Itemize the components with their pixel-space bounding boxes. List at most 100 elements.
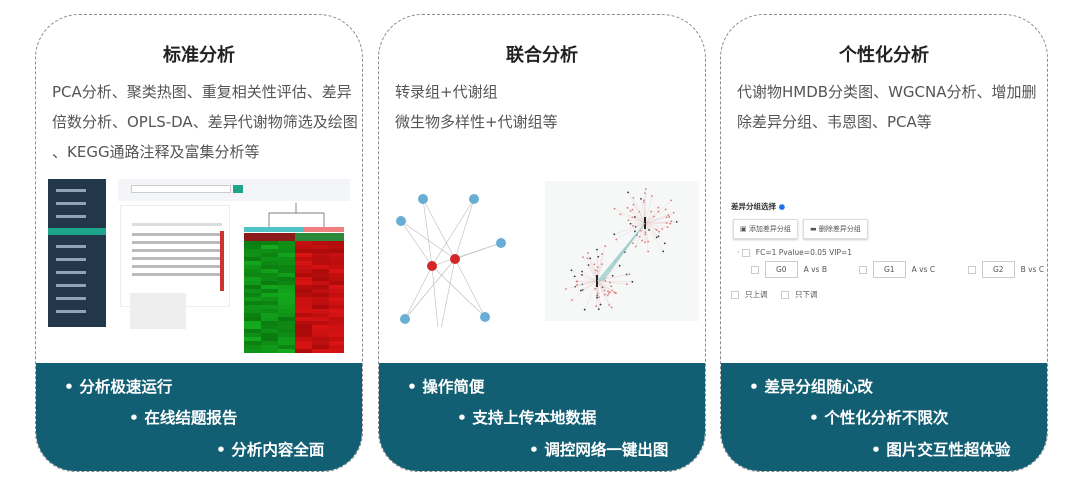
feature-item: 分析内容全面 <box>216 438 324 460</box>
heatmap-cell <box>295 237 312 241</box>
network-edge <box>441 258 456 327</box>
network-node <box>644 188 647 191</box>
heatmap-cell <box>312 241 329 245</box>
network-edge <box>632 222 646 244</box>
heatmap-cell <box>278 321 295 325</box>
heatmap-cell <box>244 265 261 269</box>
network-edge <box>644 222 664 252</box>
network-edge <box>614 208 646 224</box>
network-node <box>571 299 573 302</box>
heatmap-cell <box>312 277 329 281</box>
up-only-option[interactable]: 只上调 <box>731 289 768 300</box>
network-node <box>469 194 479 204</box>
card-title: 标准分析 <box>163 45 235 66</box>
heatmap-cell <box>278 337 295 341</box>
network-edge <box>596 280 616 294</box>
network-node <box>634 245 637 248</box>
network-node <box>594 269 597 272</box>
feature-item: 个性化分析不限次 <box>809 406 948 428</box>
down-only-checkbox[interactable] <box>781 291 789 299</box>
heatmap-cell <box>261 237 278 241</box>
network-node <box>608 304 611 306</box>
heatmap-cell <box>329 289 344 293</box>
heatmap-cell <box>329 297 344 301</box>
network-node <box>626 206 629 209</box>
heatmap-cell <box>261 341 278 345</box>
network-edge <box>644 196 653 224</box>
network-node <box>670 220 673 223</box>
group-checkbox[interactable] <box>751 266 759 274</box>
group-checkbox[interactable] <box>859 266 867 274</box>
heatmap-cell <box>244 277 261 281</box>
network-edge <box>454 258 486 318</box>
network-node <box>629 210 632 212</box>
feature-item: 支持上传本地数据 <box>457 406 596 428</box>
heatmap-cell <box>295 293 312 297</box>
up-only-checkbox[interactable] <box>731 291 739 299</box>
network-node <box>427 261 437 271</box>
heatmap-cell <box>312 285 329 289</box>
heatmap-cell <box>261 281 278 285</box>
card-description: PCA分析、聚类热图、重复相关性评估、差异 倍数分析、OPLS-DA、差异代谢物… <box>52 77 358 167</box>
network-node <box>655 236 658 239</box>
network-edge <box>587 258 598 282</box>
heatmap-cell <box>244 285 261 289</box>
heatmap-cell <box>278 249 295 253</box>
network-node <box>629 222 632 225</box>
heatmap-cell <box>244 305 261 309</box>
group-id-input[interactable]: G0 <box>765 261 798 278</box>
heatmap-cell <box>278 281 295 285</box>
heatmap-cell <box>278 261 295 265</box>
network-node <box>609 291 611 294</box>
network-edge <box>404 258 456 320</box>
network-edge <box>422 198 433 267</box>
network-edge <box>431 198 475 267</box>
network-node <box>669 222 672 225</box>
heatmap-cell <box>295 345 312 349</box>
heatmap-cell <box>261 269 278 273</box>
heatmap-cell <box>244 301 261 305</box>
add-group-button[interactable]: ▣ 添加差异分组 <box>733 219 798 239</box>
network-node <box>593 263 596 266</box>
heatmap-cell <box>329 293 344 297</box>
heatmap-cell <box>261 261 278 265</box>
heatmap-cell <box>278 265 295 269</box>
network-edge <box>582 271 598 282</box>
group-select-title-text: 差异分组选择 <box>731 202 776 211</box>
delete-group-button[interactable]: ▬ 删除差异分组 <box>803 219 868 239</box>
heatmap-cell <box>244 293 261 297</box>
group-checkbox[interactable] <box>968 266 976 274</box>
network-node <box>664 208 667 211</box>
network-edge <box>581 274 598 282</box>
network-edge <box>422 198 456 260</box>
network-edge <box>596 280 610 306</box>
network-node <box>668 216 671 218</box>
group-id-input[interactable]: G2 <box>982 261 1015 278</box>
group-id-input[interactable]: G1 <box>873 261 906 278</box>
network-node <box>595 305 598 308</box>
heatmap-cell <box>312 309 329 313</box>
heatmap-cell <box>295 341 312 345</box>
heatmap-cell <box>261 345 278 349</box>
network-node <box>672 211 675 214</box>
feature-item: 分析极速运行 <box>64 375 172 397</box>
heatmap-cell <box>261 265 278 269</box>
card-description: 代谢物HMDB分类图、WGCNA分析、增加删 除差异分组、韦恩图、PCA等 <box>737 77 1039 137</box>
network-node <box>596 292 599 295</box>
heatmap-cell <box>312 329 329 333</box>
network-node <box>647 250 650 253</box>
network-node <box>580 289 582 292</box>
network-edge <box>614 222 646 235</box>
network-node <box>599 303 602 306</box>
network-node <box>396 216 406 226</box>
heatmap-cell <box>244 273 261 277</box>
heatmap-cell <box>295 285 312 289</box>
filter-checkbox[interactable] <box>741 249 750 257</box>
heatmap-cell <box>329 281 344 285</box>
down-only-label: 只下调 <box>795 290 818 299</box>
heatmap-cell <box>329 341 344 345</box>
heatmap-cell <box>278 273 295 277</box>
heatmap-cell <box>244 337 261 341</box>
network-edge <box>580 280 598 291</box>
down-only-option[interactable]: 只下调 <box>781 289 818 300</box>
